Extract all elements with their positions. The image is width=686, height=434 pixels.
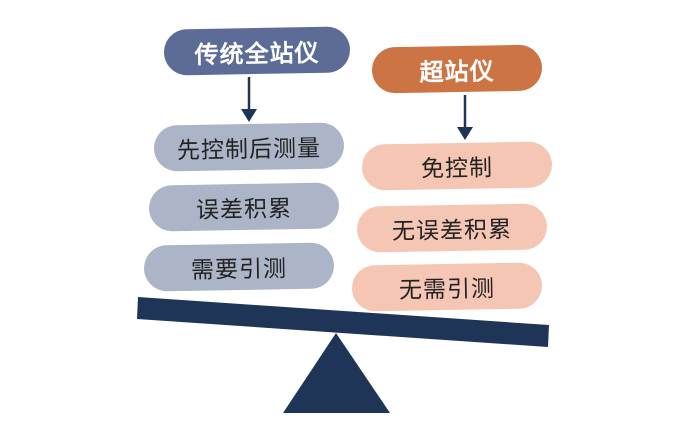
seesaw-fulcrum — [283, 333, 390, 413]
right-down-arrow-icon — [457, 95, 473, 140]
seesaw-beam — [137, 297, 549, 347]
left-down-arrow-icon — [241, 77, 257, 122]
